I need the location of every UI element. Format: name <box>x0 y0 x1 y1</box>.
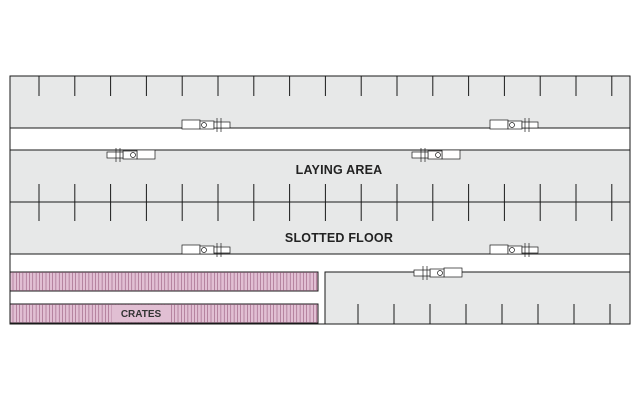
feeder-part <box>213 246 231 254</box>
laying-area-label: LAYING AREA <box>296 163 383 177</box>
slotted-floor-zone <box>9 201 631 255</box>
crates-label: CRATES <box>121 309 162 320</box>
feeder-part <box>509 247 515 253</box>
lower-right-slatted-zone <box>324 271 631 325</box>
top-strip-dividers <box>38 76 613 96</box>
feeder-part <box>201 122 207 128</box>
feeder-part <box>130 152 136 158</box>
feeder-part <box>181 119 201 130</box>
feeder-part <box>443 267 463 278</box>
feeder-line-icon <box>411 148 461 162</box>
feeder-line-icon <box>489 243 539 257</box>
feeder-part <box>437 270 443 276</box>
feeder-part <box>441 149 461 160</box>
feeder-part <box>201 247 207 253</box>
top-slatted-strip <box>9 75 631 129</box>
feeder-part <box>489 119 509 130</box>
feeder-group <box>106 118 539 280</box>
feeder-part <box>411 151 429 159</box>
feeder-line-icon <box>106 148 156 162</box>
feeder-part <box>413 269 431 277</box>
feeder-part <box>509 122 515 128</box>
slotted-floor-dividers <box>38 184 613 221</box>
crates-label-bg <box>112 305 170 322</box>
laying-area-zone <box>9 149 631 203</box>
lower-right-dividers <box>357 304 611 324</box>
feeder-part <box>521 121 539 129</box>
feeder-part <box>136 149 156 160</box>
feeder-part <box>106 151 124 159</box>
crate-row-top <box>9 271 319 292</box>
feeder-part <box>521 246 539 254</box>
feeder-line-icon <box>181 118 231 132</box>
feeder-line-icon <box>413 266 463 280</box>
feeder-part <box>435 152 441 158</box>
slotted-floor-label: SLOTTED FLOOR <box>285 231 393 245</box>
feeder-part <box>489 244 509 255</box>
feeder-line-icon <box>489 118 539 132</box>
feeder-part <box>181 244 201 255</box>
feeder-part <box>213 121 231 129</box>
feeder-line-icon <box>181 243 231 257</box>
